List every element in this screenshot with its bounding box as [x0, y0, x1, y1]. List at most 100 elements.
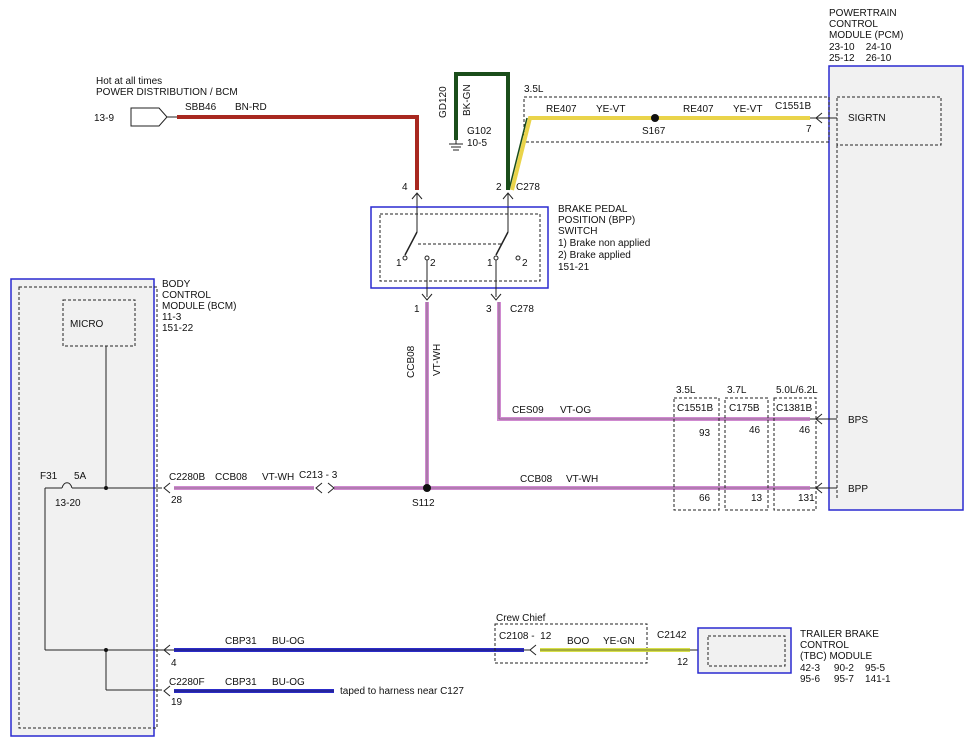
bcm-title-2: CONTROL	[162, 290, 211, 301]
c213-left-chevron-icon	[315, 482, 323, 494]
cbp1-pin: 4	[171, 658, 177, 669]
variant-2-engine: 3.7L	[727, 385, 747, 396]
splice-s112-dot	[423, 484, 431, 492]
wire-sbb46	[177, 115, 419, 190]
bpp-right-circuit: CCB08	[520, 474, 553, 485]
ground-ref: 10-5	[467, 138, 487, 149]
variant-3.5l-box	[523, 96, 830, 143]
sigrtn-variant: 3.5L	[524, 84, 544, 95]
cbp2-circuit: CBP31	[225, 677, 257, 688]
bcm-inner	[18, 286, 158, 729]
bcm-title-3: MODULE (BCM)	[162, 301, 236, 312]
cbp1-circuit: CBP31	[225, 636, 257, 647]
cbp1-color: BU-OG	[272, 636, 305, 647]
cbp2-chevron-icon	[163, 685, 171, 697]
switch-contact-l1: 1	[396, 258, 402, 269]
cbp2-note: taped to harness near C127	[340, 686, 464, 697]
variant-2-bpp-pin: 13	[751, 493, 763, 504]
bcm-fuse-rating: 5A	[74, 471, 87, 482]
pcm-module: POWERTRAIN CONTROL MODULE (PCM) 23-10 24…	[828, 8, 964, 511]
ground-circuit-label: GD120	[438, 86, 449, 118]
bps-color: VT-OG	[560, 405, 591, 416]
bcm-ref-1: 11-3	[162, 312, 182, 323]
tbc-title-2: CONTROL	[800, 640, 849, 651]
switch-state-1: 1) Brake non applied	[558, 238, 650, 249]
sigrtn-connector: C1551B	[775, 101, 811, 112]
tbc-connector: C2142	[657, 630, 687, 641]
ground-name: G102	[467, 126, 492, 137]
bps-circuit: CES09 VT-OG	[497, 302, 837, 425]
tbc-title-3: (TBC) MODULE	[800, 651, 873, 662]
variant-2-bps-pin: 46	[749, 425, 761, 436]
bpp-inline-connector: C213 - 3	[299, 470, 338, 481]
pcm-body	[829, 66, 963, 510]
bcm-module: MICRO BODY CONTROL MODULE (BCM) 11-3 151…	[10, 278, 236, 737]
cbp2-connector: C2280F	[169, 677, 205, 688]
bpp-vertical-color: VT-WH	[432, 344, 443, 376]
bcm-title-1: BODY	[162, 279, 191, 290]
pcm-title-1: POWERTRAIN	[829, 8, 897, 19]
crew-chief-box	[494, 623, 648, 664]
pin1-chevron-icon	[421, 293, 433, 301]
bcm-fuse: F31	[40, 471, 58, 482]
bpp-circuit: CCB08 VT-WH S112 C2280B 28 CCB08 VT-WH C…	[163, 302, 837, 509]
variant-3-box	[773, 397, 817, 511]
bpp-left-connector: C2280B	[169, 472, 205, 483]
crew-chief-label: Crew Chief	[496, 613, 546, 624]
switch-bottom-connector: C278	[510, 304, 534, 315]
splice-s167-dot	[651, 114, 659, 122]
pin3-chevron-icon	[490, 293, 502, 301]
switch-title-2: POSITION (BPP)	[558, 215, 635, 226]
cbp31-circuit: CBP31 BU-OG 4 C2280F CBP31 BU-OG 19 tape…	[163, 636, 524, 708]
tbc-refs-2: 95-6 95-7 141-1	[800, 674, 891, 685]
wire-gd120	[454, 72, 510, 190]
bps-circuit: CES09	[512, 405, 544, 416]
bpp-splice: S112	[412, 498, 435, 509]
switch-ref: 151-21	[558, 262, 590, 273]
wire-re407	[510, 116, 810, 191]
power-connector-arrow-icon	[130, 107, 168, 127]
sigrtn-color-1: YE-VT	[596, 104, 625, 115]
power-label-1: Hot at all times	[96, 76, 162, 87]
pcm-refs-1: 23-10 24-10	[829, 42, 892, 53]
sigrtn-splice: S167	[642, 126, 666, 137]
switch-contact-l2: 2	[430, 258, 436, 269]
bcm-body	[11, 279, 154, 736]
variant-1-box	[673, 397, 720, 511]
power-pin: 4	[402, 182, 408, 193]
sigrtn-pcm-pin: 7	[806, 124, 812, 135]
sigrtn-circuit-1: RE407	[546, 104, 577, 115]
variant-3-connector: C1381B	[776, 403, 812, 414]
crew-chief: Crew Chief C2108 - 12 BOO YE-GN	[494, 613, 690, 664]
sigrtn-chevron-icon	[815, 112, 823, 124]
variant-1-engine: 3.5L	[676, 385, 696, 396]
cbp1-chevron-icon	[163, 644, 171, 656]
variant-1-connector: C1551B	[677, 403, 713, 414]
bpp-left-circuit: CCB08	[215, 472, 248, 483]
sigrtn-switch-pin: 2	[496, 182, 502, 193]
bpp-left-color: VT-WH	[262, 472, 294, 483]
c213-right-chevron-icon	[327, 482, 335, 494]
sigrtn-switch-connector: C278	[516, 182, 540, 193]
wire-ces09	[497, 302, 810, 421]
pcm-pin-sigrtn: SIGRTN	[848, 113, 886, 124]
variant-3-engine: 5.0L/6.2L	[776, 385, 818, 396]
variant-3-bps-pin: 46	[799, 425, 811, 436]
power-ref: 13-9	[94, 113, 114, 124]
pcm-title-3: MODULE (PCM)	[829, 30, 903, 41]
tbc-pin: 12	[677, 657, 689, 668]
switch-title-3: SWITCH	[558, 226, 597, 237]
switch-title-1: BRAKE PEDAL	[558, 204, 628, 215]
power-source: Hot at all times POWER DISTRIBUTION / BC…	[94, 76, 423, 207]
pcm-refs-2: 25-12 26-10	[829, 53, 892, 64]
switch-contact-r2: 2	[522, 258, 528, 269]
bpp-switch: 1 2 1 2 BRAKE PEDAL POSITION (BPP) SWITC…	[370, 204, 650, 315]
boo-color: YE-GN	[603, 636, 635, 647]
tbc-refs-1: 42-3 90-2 95-5	[800, 663, 885, 674]
variant-2-box	[724, 397, 769, 511]
tbc-inner	[707, 635, 786, 667]
power-circuit: SBB46	[185, 102, 217, 113]
sigrtn-circuit: 3.5L RE407 YE-VT S167 RE407 YE-VT C1551B…	[496, 84, 837, 207]
crew-chief-chevron-icon	[529, 644, 537, 656]
